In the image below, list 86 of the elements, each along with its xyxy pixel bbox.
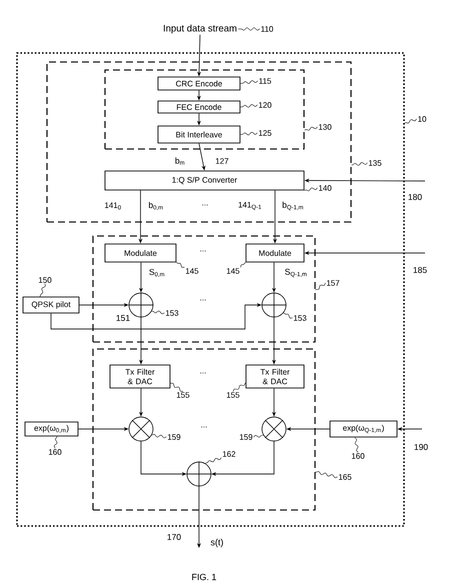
reference-numeral: 145	[226, 268, 240, 274]
reference-numeral: 120	[258, 102, 272, 108]
reference-numeral: 155	[176, 392, 190, 398]
process-box: QPSK pilot	[22, 296, 80, 314]
leader-line	[151, 310, 165, 314]
reference-numeral: ...	[199, 250, 207, 252]
reference-numeral: 165	[338, 474, 352, 480]
leader-line	[176, 262, 185, 268]
leader-line	[304, 126, 318, 131]
reference-numeral: 141$_{0}$	[104, 202, 122, 210]
process-box: FEC Encode	[158, 100, 240, 114]
leader-line	[354, 437, 358, 453]
edge-label: b$_{0,m}$	[148, 201, 164, 211]
reference-numeral: 160	[48, 449, 62, 455]
leader-line	[240, 104, 258, 108]
signal-label: Input data stream	[164, 24, 236, 34]
reference-numeral: 140	[318, 185, 332, 191]
dashed-boundary	[92, 348, 316, 511]
adder-symbol	[128, 292, 154, 318]
leader-line	[151, 434, 167, 438]
process-box: Bit Interleave	[158, 126, 240, 144]
leader-line	[238, 28, 260, 30]
process-box: Modulate	[246, 244, 304, 262]
leader-line	[240, 262, 246, 268]
reference-numeral: ...	[199, 299, 207, 301]
leader-line	[170, 382, 184, 392]
reference-numeral: 153	[294, 315, 306, 321]
reference-numeral: 159	[168, 434, 180, 440]
reference-numeral: 155	[226, 392, 240, 398]
leader-line	[232, 382, 246, 392]
multiplier-symbol	[128, 416, 154, 442]
reference-numeral: 150	[38, 277, 52, 283]
reference-numeral: 10	[418, 116, 426, 122]
dashed-boundary	[92, 235, 316, 343]
process-box: exp(ω$_{0,m}$)	[24, 422, 78, 436]
adder-symbol	[186, 461, 212, 487]
edge-label: S$_{0,m}$	[148, 268, 166, 278]
process-box: exp(ω$_{Q-1,m}$)	[330, 420, 398, 438]
reference-numeral: ...	[199, 372, 207, 374]
leader-line	[253, 434, 264, 438]
edge-label: 190	[413, 444, 429, 451]
dotted-boundary	[16, 52, 405, 527]
multiplier-symbol	[262, 416, 286, 442]
reference-numeral: 157	[326, 280, 340, 286]
dashed-boundary	[104, 69, 305, 150]
leader-line	[204, 457, 222, 464]
leader-line	[283, 312, 293, 318]
process-box: Modulate	[104, 244, 176, 262]
leader-line	[315, 282, 326, 290]
dashed-boundary	[46, 61, 352, 223]
reference-numeral: 110	[261, 26, 274, 32]
leader-line	[40, 283, 46, 297]
edge-label: b$_{m}$	[174, 156, 186, 166]
reference-numeral: 127	[214, 158, 230, 164]
edge-label: b$_{Q-1,m}$	[282, 201, 304, 211]
edge-label: 170	[166, 534, 182, 541]
reference-numeral: ...	[201, 204, 209, 206]
edge-label: 151	[115, 314, 131, 322]
leader-line	[304, 188, 318, 192]
reference-numeral: 115	[259, 78, 272, 84]
reference-numeral: 145	[186, 268, 198, 274]
process-box: Tx Filter & DAC	[110, 364, 170, 388]
process-box: Tx Filter & DAC	[246, 364, 304, 388]
process-box: 1:Q S/P Converter	[104, 170, 304, 190]
leader-line	[351, 162, 368, 166]
adder-symbol	[261, 292, 287, 318]
leader-line	[404, 118, 417, 124]
edge-label: S$_{Q-1,m}$	[284, 268, 308, 278]
reference-numeral: 153	[166, 310, 178, 316]
edge-label: 185	[412, 266, 428, 274]
reference-numeral: 162	[222, 451, 236, 457]
reference-numeral: ...	[200, 426, 208, 428]
reference-numeral: 125	[258, 130, 272, 136]
reference-numeral: 135	[368, 160, 382, 166]
process-box: CRC Encode	[158, 76, 240, 90]
leader-line	[315, 471, 338, 478]
leader-line	[240, 80, 258, 84]
leader-line	[54, 436, 58, 449]
figure-caption: FIG. 1	[192, 574, 216, 580]
reference-numeral: 160	[352, 453, 364, 459]
reference-numeral: 141$_{Q-1}$	[238, 201, 262, 211]
edge-label: 180	[407, 194, 423, 200]
leader-line	[240, 132, 258, 136]
reference-numeral: 159	[240, 434, 252, 440]
signal-label: s(t)	[210, 538, 223, 548]
reference-numeral: 130	[318, 124, 332, 130]
